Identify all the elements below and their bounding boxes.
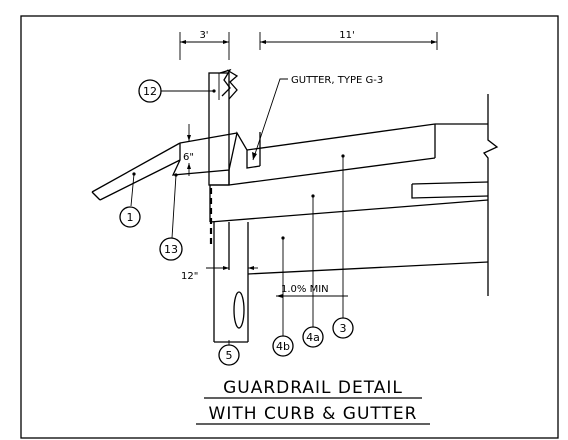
callout-gutter: GUTTER, TYPE G-3 xyxy=(252,75,383,161)
balloon-1: 1 xyxy=(119,206,141,228)
dim-gutter-width: 11' xyxy=(259,30,438,50)
balloon-13: 13 xyxy=(159,237,183,261)
title-line-1: GUARDRAIL DETAIL xyxy=(223,378,403,398)
drawing-title: GUARDRAIL DETAIL WITH CURB & GUTTER xyxy=(196,378,430,425)
svg-text:13: 13 xyxy=(164,243,178,256)
dim-gutter-width-label: 11' xyxy=(339,30,354,41)
guardrail-post xyxy=(208,68,249,343)
dim-embed: 12" xyxy=(181,266,258,282)
svg-text:4b: 4b xyxy=(276,340,290,353)
sheet-border xyxy=(20,15,559,439)
balloon-4b: 4b xyxy=(272,335,294,357)
dim-post-offset-label: 3' xyxy=(199,30,208,41)
svg-text:4a: 4a xyxy=(306,331,320,344)
pavement-layers xyxy=(209,94,499,296)
balloon-3: 3 xyxy=(332,317,354,339)
callout-gutter-label: GUTTER, TYPE G-3 xyxy=(291,75,383,86)
balloon-12: 12 xyxy=(138,79,162,103)
slope-arrow: 1.0% MIN xyxy=(276,284,348,298)
balloon-5: 5 xyxy=(218,344,240,366)
title-line-2: WITH CURB & GUTTER xyxy=(209,404,418,424)
dim-post-offset: 3' xyxy=(179,30,230,60)
svg-text:5: 5 xyxy=(226,349,233,362)
leaders xyxy=(130,89,345,345)
dim-curb-height: 6" xyxy=(183,124,194,176)
balloon-4a: 4a xyxy=(302,326,324,348)
svg-text:3: 3 xyxy=(340,322,347,335)
embankment-slope xyxy=(91,142,181,201)
dim-curb-height-label: 6" xyxy=(183,152,194,163)
svg-text:1: 1 xyxy=(127,211,134,224)
slope-label: 1.0% MIN xyxy=(281,284,329,295)
svg-text:12: 12 xyxy=(143,85,157,98)
dim-embed-label: 12" xyxy=(181,271,198,282)
